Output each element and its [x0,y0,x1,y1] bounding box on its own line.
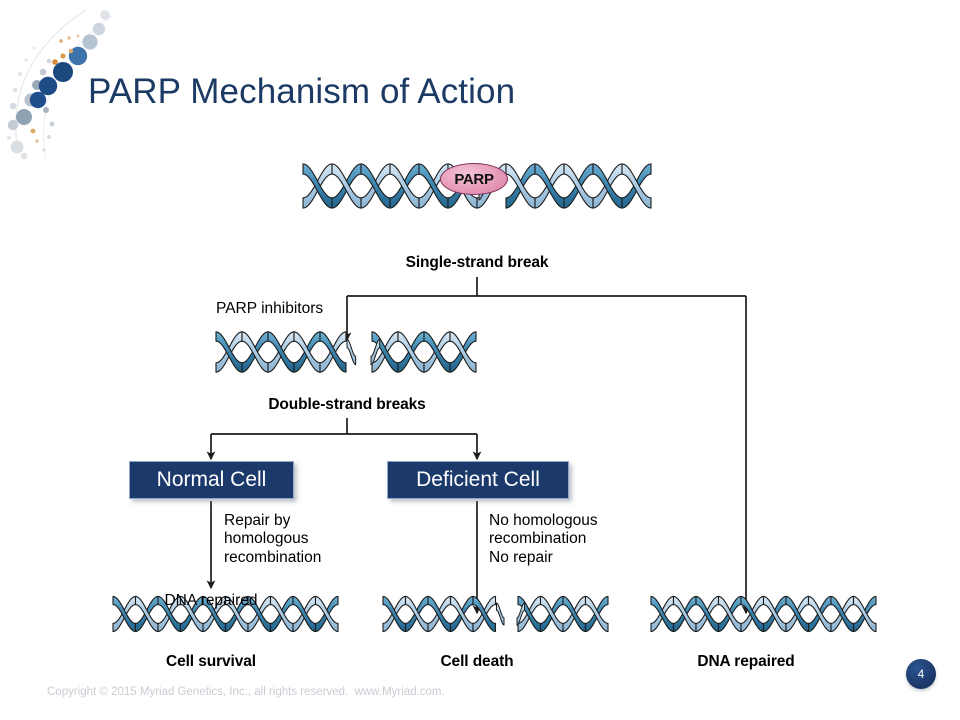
page-title: PARP Mechanism of Action [88,72,516,111]
myriad-dot-helix-logo-icon [7,9,113,160]
dna-helix-single-strand-break [302,163,652,209]
label-cell-death: Cell death [440,653,514,670]
dna-helix-double-strand-breaks [215,331,477,373]
dna-helix-dna-repaired [650,595,877,633]
box-deficient-cell[interactable]: Deficient Cell [387,461,569,499]
box-normal-cell-label: Normal Cell [156,468,267,491]
label-dna-repaired-right: DNA repaired [697,653,795,670]
label-double-strand-breaks: Double-strand breaks [268,396,426,413]
box-normal-cell[interactable]: Normal Cell [129,461,294,499]
label-single-strand-break: Single-strand break [405,254,549,271]
slide-number-badge: 4 [906,659,936,689]
label-repair-by-homologous-recombination: Repair by homologous recombination [224,512,322,566]
box-deficient-cell-label: Deficient Cell [416,468,540,491]
label-parp-inhibitors: PARP inhibitors [216,300,324,317]
footer-copyright: Copyright © 2015 Myriad Genetics, Inc., … [47,686,445,698]
label-dna-repaired-left: DNA repaired [164,592,258,609]
dna-helix-cell-survival [112,595,339,633]
label-no-homologous-recombination: No homologous recombination No repair [489,512,598,566]
label-cell-survival: Cell survival [165,653,257,670]
dna-helix-cell-death [382,595,609,633]
parp-enzyme-tag: PARP [440,163,508,195]
